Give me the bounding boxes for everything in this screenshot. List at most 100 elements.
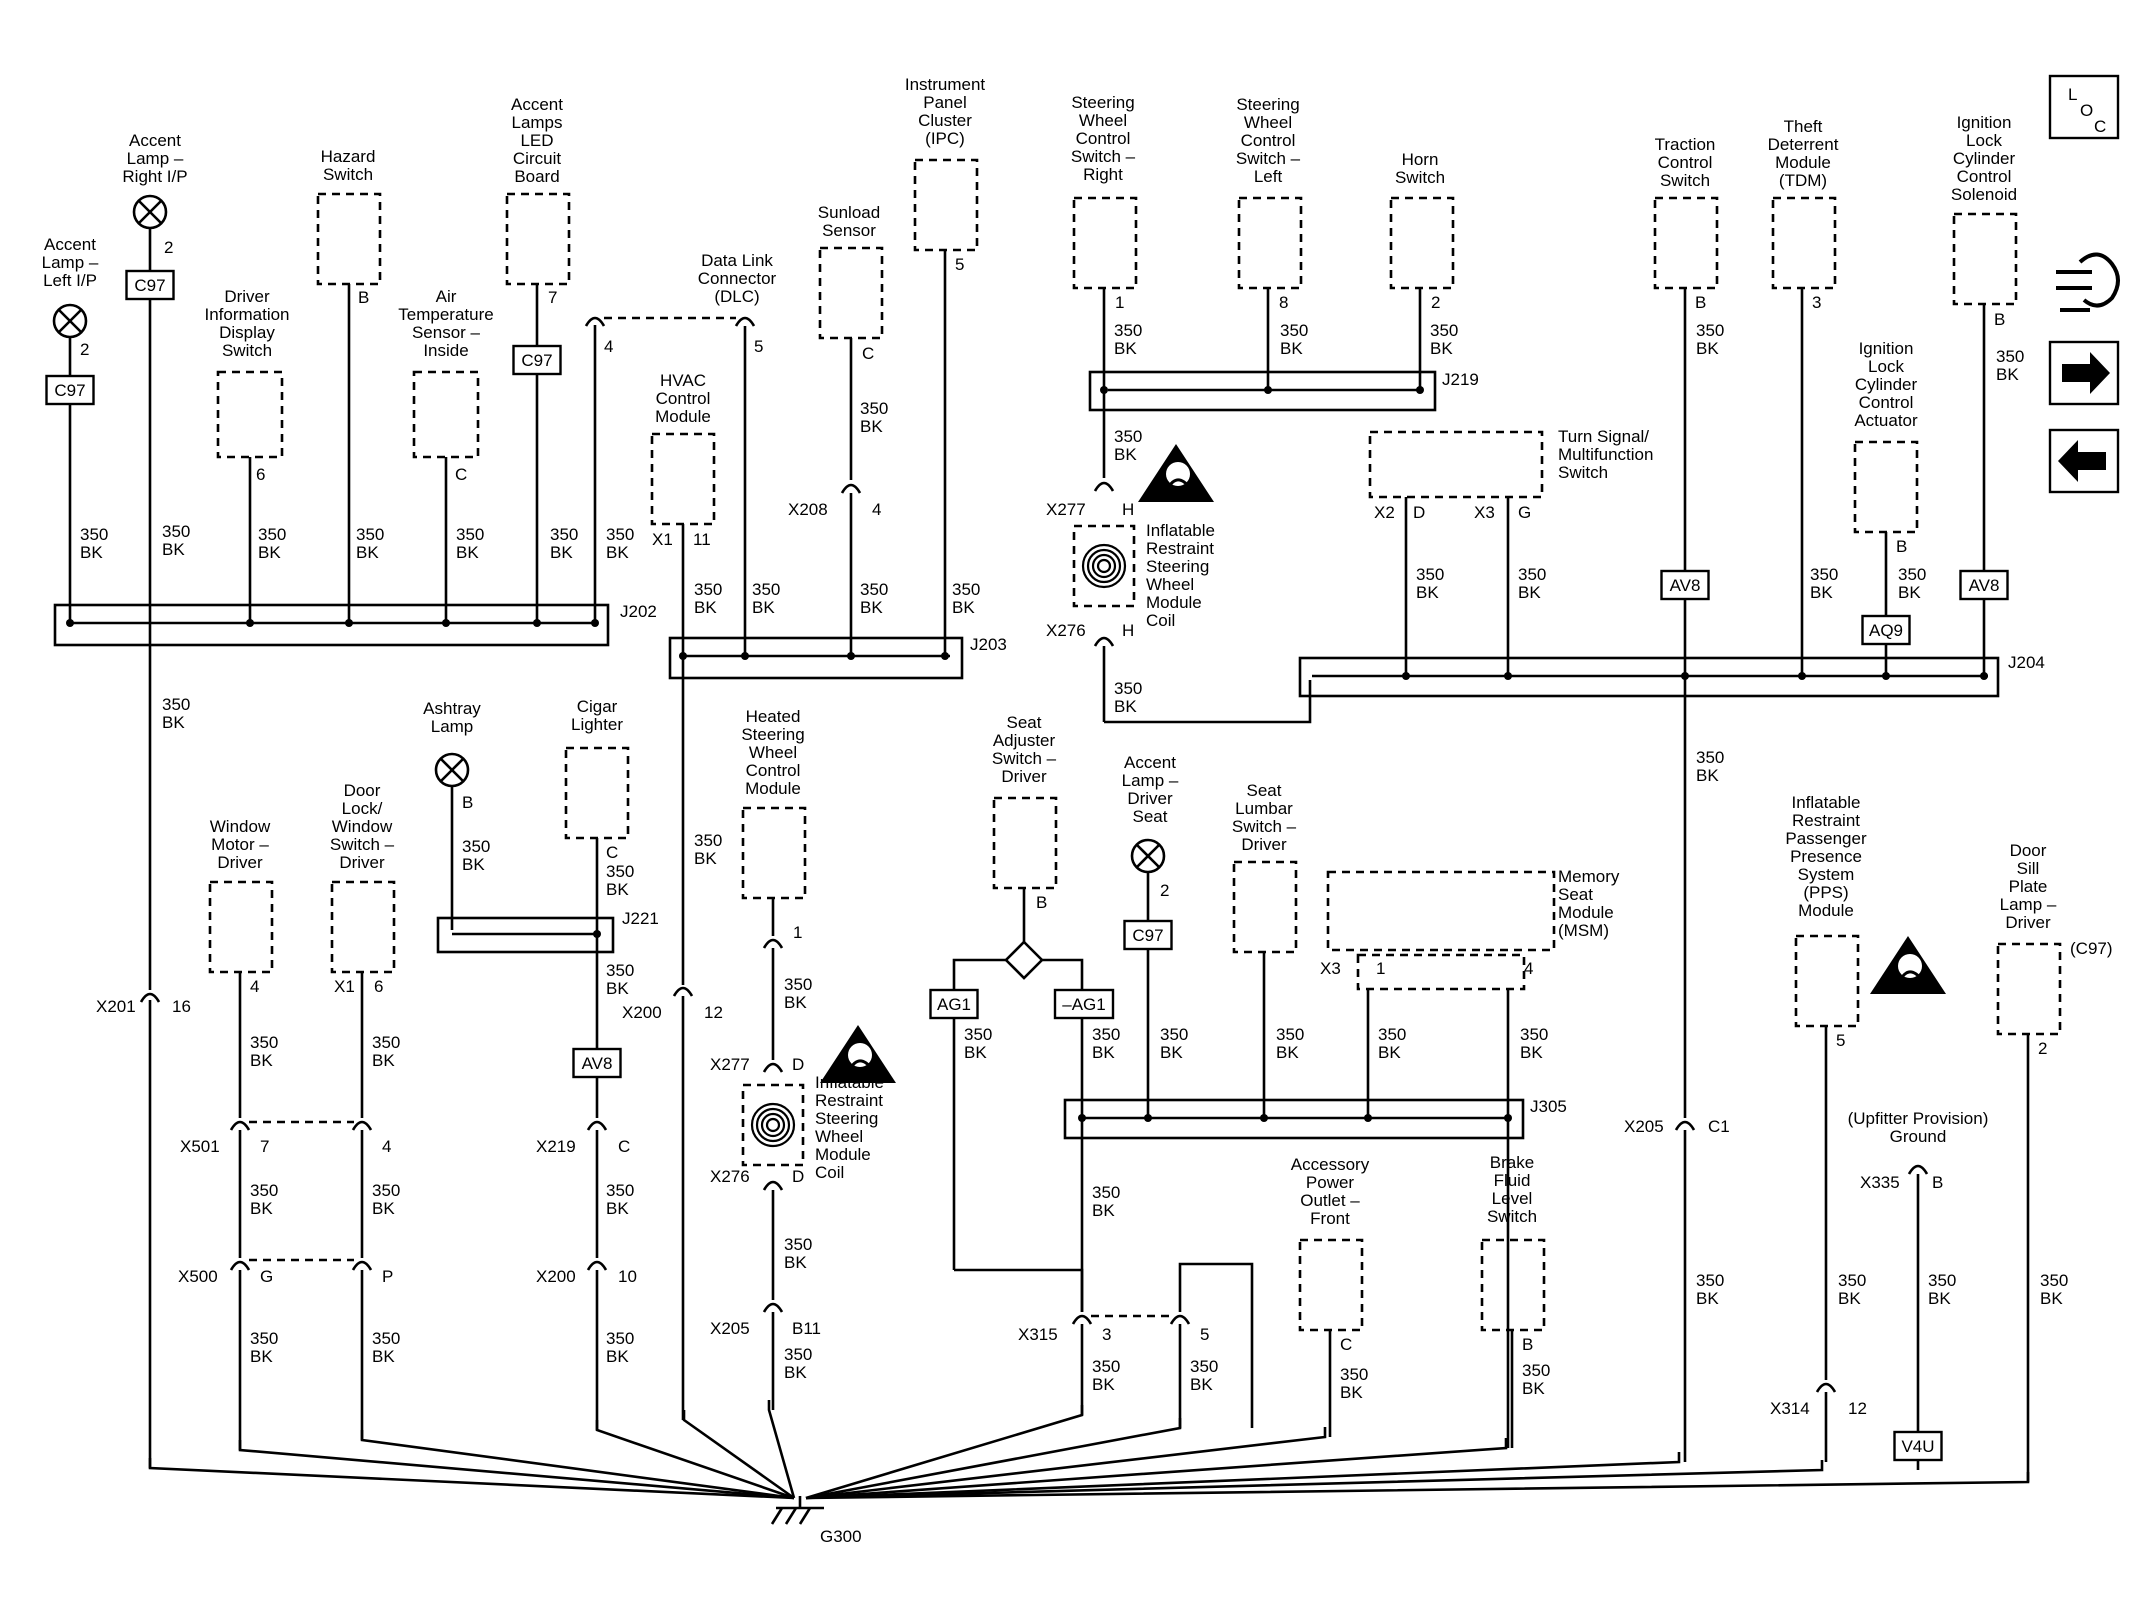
- pin-label: 12: [1848, 1399, 1867, 1418]
- pin-label: B: [1695, 293, 1706, 312]
- air-temp-line: Inside: [423, 341, 468, 360]
- pin-label: 10: [618, 1267, 637, 1286]
- code-c97-led: [512, 344, 562, 376]
- wire-color: BK: [372, 1347, 395, 1366]
- navigation: LOC: [2048, 74, 2120, 494]
- pin-label: D: [792, 1055, 804, 1074]
- airbag-coil-bottom-spiral: [760, 1112, 786, 1138]
- ground-fan-wire: [805, 1427, 1327, 1500]
- ign-solenoid-box: [1952, 212, 2018, 306]
- accent-right-line: Accent: [129, 131, 181, 150]
- wire-gauge: 350: [964, 1025, 992, 1044]
- pps-line: Passenger: [1785, 829, 1867, 848]
- pin-label: B11: [792, 1319, 821, 1338]
- connector-icon[interactable]: [2056, 252, 2120, 312]
- accent-right-line: Lamp –: [127, 149, 184, 168]
- pps-line: Presence: [1790, 847, 1862, 866]
- wire-color: BK: [1092, 1043, 1115, 1062]
- accent-led-line: Board: [514, 167, 559, 186]
- x219-label: X219: [536, 1137, 576, 1156]
- brake-fluid-line: Level: [1492, 1189, 1533, 1208]
- airbag-coil-top-spiral: [1091, 553, 1117, 579]
- ashtray-lamp-x: [440, 758, 464, 782]
- splice-dot: [941, 652, 949, 660]
- connector-x200-cigar: [586, 1260, 608, 1271]
- splice-dot: [442, 619, 450, 627]
- j305-label: J305: [1530, 1097, 1567, 1116]
- x201-label: X201: [96, 997, 136, 1016]
- x277-label: X277: [1046, 500, 1086, 519]
- wire-gauge: 350: [1898, 565, 1926, 584]
- wire-color: BK: [1276, 1043, 1299, 1062]
- wire-gauge: 350: [1996, 347, 2024, 366]
- wire-color: BK: [1696, 1289, 1719, 1308]
- wire-color: BK: [784, 993, 807, 1012]
- wire-color: BK: [1280, 339, 1303, 358]
- cigar-line: Cigar: [577, 697, 618, 716]
- wire-color: BK: [606, 979, 629, 998]
- ground-hatch: [784, 1507, 798, 1525]
- ign-solenoid-line: Solenoid: [1951, 185, 2017, 204]
- ground-fan-wire: [805, 1452, 1681, 1500]
- x1-label: X1: [334, 977, 355, 996]
- ign-actuator-line: Lock: [1868, 357, 1904, 376]
- accent-left-line: Left I/P: [43, 271, 97, 290]
- seat-lumbar-line: Lumbar: [1235, 799, 1293, 818]
- wire-color: BK: [550, 543, 573, 562]
- pin-label: B: [358, 288, 369, 307]
- connector-x501-b: [351, 1120, 373, 1131]
- hvac-line: HVAC: [660, 371, 706, 390]
- ign-solenoid-line: Ignition: [1957, 113, 2012, 132]
- door-lock-line: Door: [344, 781, 381, 800]
- msm-line: (MSM): [1558, 921, 1609, 940]
- wire-color: BK: [1340, 1383, 1363, 1402]
- code-c97-left: [45, 374, 95, 406]
- ipc-line: Cluster: [918, 111, 972, 130]
- loc-letter: O: [2080, 101, 2093, 120]
- code-av8-solenoid-text: AV8: [1969, 576, 2000, 595]
- window-motor-line: Window: [210, 817, 271, 836]
- wire-color: BK: [860, 598, 883, 617]
- x200-label: X200: [536, 1267, 576, 1286]
- loc-icon[interactable]: [2048, 74, 2120, 140]
- door-lock-box: [330, 880, 396, 974]
- wire-gauge: 350: [1378, 1025, 1406, 1044]
- splice-dot: [1504, 1114, 1512, 1122]
- loc-letter: L: [2068, 85, 2077, 104]
- pin-label: 2: [1431, 293, 1440, 312]
- wire-color: BK: [964, 1043, 987, 1062]
- accent-led-line: Lamps: [511, 113, 562, 132]
- x315-b-route: [1178, 1262, 1254, 1428]
- splice-dot: [66, 619, 74, 627]
- pin-label: B: [1994, 310, 2005, 329]
- splice-j202: [53, 603, 610, 647]
- wire-color: BK: [1114, 339, 1137, 358]
- wire-color: BK: [1898, 583, 1921, 602]
- sw-right-line: Wheel: [1079, 111, 1127, 130]
- x3-label: X3: [1474, 503, 1495, 522]
- wire-gauge: 350: [1160, 1025, 1188, 1044]
- wire-color: BK: [80, 543, 103, 562]
- connector-x200-hvac: [672, 986, 694, 997]
- hvac-line: Control: [656, 389, 711, 408]
- wire-color: BK: [162, 713, 185, 732]
- code-c97-seat: [1123, 919, 1173, 951]
- accent-left-lamp-x: [58, 309, 82, 333]
- pin-label: 12: [704, 1003, 723, 1022]
- dids-line: Driver: [224, 287, 270, 306]
- wire-color: BK: [1092, 1201, 1115, 1220]
- airbag-coil-top-spiral: [1086, 548, 1122, 584]
- wire-gauge: 350: [1114, 427, 1142, 446]
- wire-gauge: 350: [860, 580, 888, 599]
- air-temp-line: Sensor –: [412, 323, 481, 342]
- splice-dot: [1264, 386, 1272, 394]
- x335-label: X335: [1860, 1173, 1900, 1192]
- msm-line: Memory: [1558, 867, 1620, 886]
- pin-label: B: [1036, 893, 1047, 912]
- dlc-pin4-connector: [584, 316, 606, 327]
- pin-label: 7: [548, 288, 557, 307]
- pps-line: Restraint: [1792, 811, 1860, 830]
- ashtray-line: Ashtray: [423, 699, 481, 718]
- heated-sw-line: Heated: [746, 707, 801, 726]
